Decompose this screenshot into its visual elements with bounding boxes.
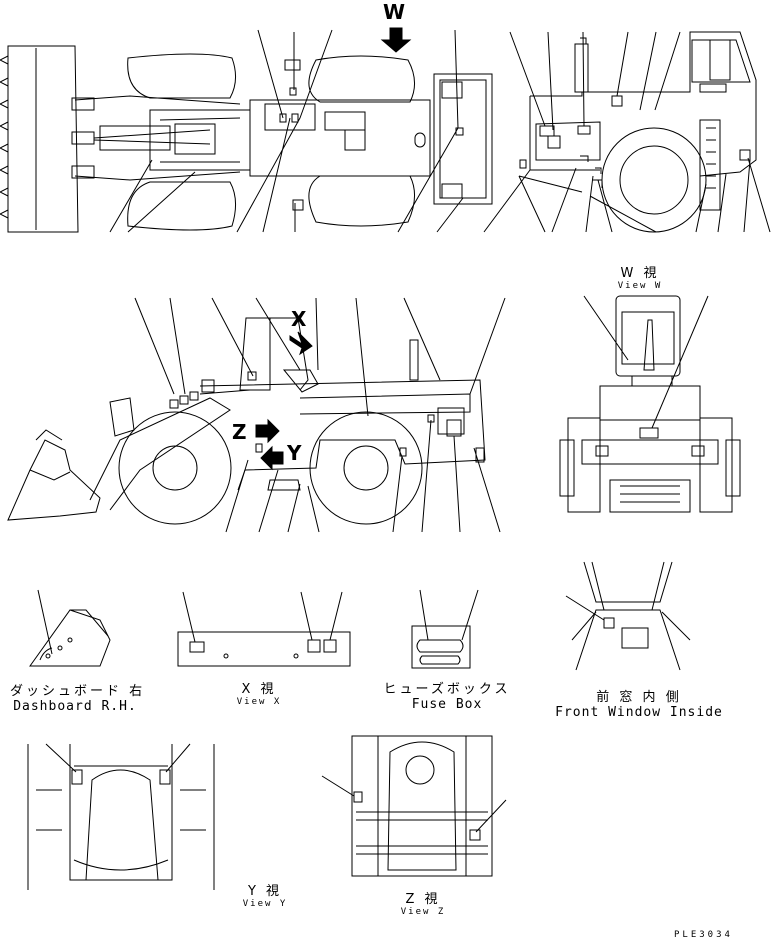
view-y-caption: Y 視 View Y (230, 880, 300, 909)
view-y-caption-jp: Y 視 (247, 884, 283, 899)
dashboard-caption: ダッシュボード 右 Dashboard R.H. (10, 680, 146, 714)
view-w-marker: W (383, 0, 408, 24)
fuse-box-caption-jp: ヒューズボックス (383, 682, 511, 697)
top-plan-view (0, 27, 493, 233)
view-x-caption-en: View X (236, 697, 282, 707)
right-side-view (483, 31, 771, 233)
view-z-drawing (321, 735, 507, 877)
view-y-marker: Y (287, 441, 304, 465)
view-x-marker: X (291, 307, 309, 331)
view-z-marker: Z (232, 420, 249, 444)
front-window-caption: 前 窓 内 側 Front Window Inside (552, 686, 726, 720)
fuse-box-drawing (411, 589, 479, 669)
view-z-caption-jp: Z 視 (405, 892, 441, 907)
view-z-caption: Z 視 View Z (388, 888, 458, 917)
front-window-drawing (565, 561, 691, 671)
dashboard-drawing (29, 589, 111, 667)
view-x-caption-jp: X 視 (241, 682, 277, 697)
view-x-drawing (177, 591, 351, 667)
dashboard-caption-en: Dashboard R.H. (13, 699, 137, 714)
middle-side-view (7, 297, 506, 533)
view-w-drawing (559, 295, 741, 513)
fuse-box-caption-en: Fuse Box (411, 697, 483, 712)
view-x-caption: X 視 View X (224, 678, 294, 707)
view-w-caption-en: View W (617, 281, 663, 291)
view-w-caption: W 視 View W (604, 262, 676, 291)
dashboard-caption-jp: ダッシュボード 右 (10, 684, 146, 699)
front-window-caption-en: Front Window Inside (555, 705, 723, 720)
view-y-drawing (27, 743, 215, 890)
view-w-caption-jp: W 視 (620, 266, 660, 281)
view-y-caption-en: View Y (242, 899, 288, 909)
fuse-box-caption: ヒューズボックス Fuse Box (382, 678, 512, 712)
drawing-code: PLE3034 (674, 930, 733, 940)
view-z-caption-en: View Z (400, 907, 446, 917)
front-window-caption-jp: 前 窓 内 側 (596, 690, 682, 705)
